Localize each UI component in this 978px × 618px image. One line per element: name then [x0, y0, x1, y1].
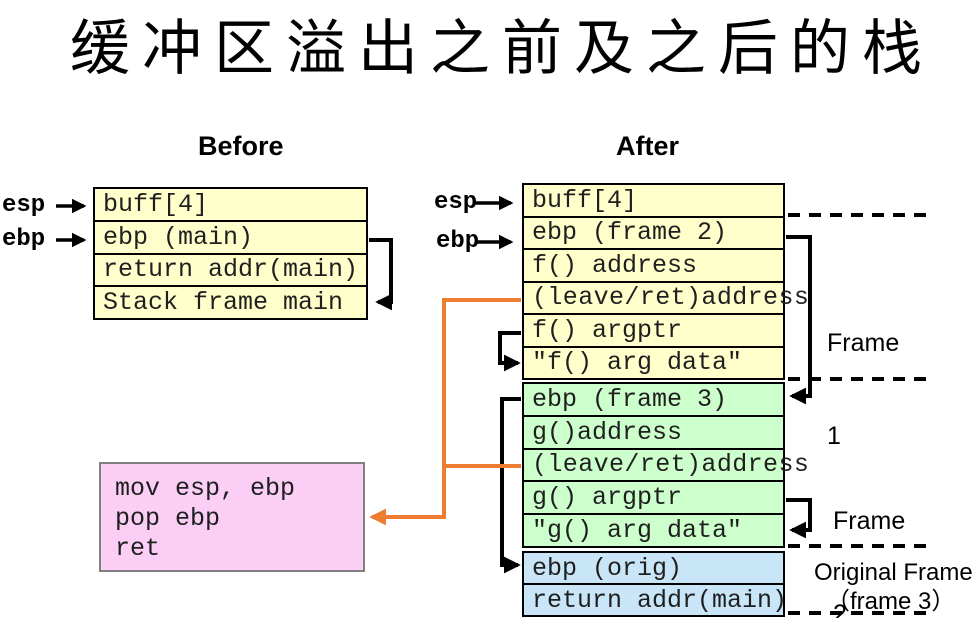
slide-title: 缓冲区溢出之前及之后的栈: [70, 14, 934, 84]
code-line: mov esp, ebp: [115, 474, 296, 503]
after-stack-frame2: ebp (frame 3) g()address (leave/ret)addr…: [522, 382, 809, 548]
leave-ret-code-box: mov esp, ebp pop ebp ret: [99, 462, 365, 572]
stack-row: "f() arg data": [524, 345, 783, 379]
frame2-label: Frame 2: [833, 444, 905, 618]
stack-row: ebp (frame 3): [532, 384, 728, 414]
stack-row: ebp (orig): [532, 553, 683, 583]
stack-row: (leave/ret)address: [524, 280, 809, 314]
after-heading: After: [616, 131, 680, 161]
frame2-label-name: Frame: [833, 507, 906, 535]
code-line: ret: [115, 534, 161, 563]
stack-row: return addr(main): [95, 252, 366, 286]
f-argptr-arrow: [498, 331, 521, 372]
stack-row: Stack frame main: [95, 285, 366, 318]
stack-row: buff[4]: [103, 189, 209, 219]
ebp-frame3-chain-arrow: [500, 397, 521, 574]
ebp-frame2-chain-arrow: [786, 235, 812, 405]
stack-row: ebp (main): [95, 219, 366, 253]
original-frame-label: Original Frame （frame 3）: [814, 558, 973, 616]
before-stack: buff[4] ebp (main) return addr(main) Sta…: [93, 187, 368, 320]
stack-row: f() address: [524, 248, 783, 281]
original-frame-label-line1: Original Frame: [814, 559, 973, 586]
code-line: pop ebp: [115, 504, 221, 533]
stack-row: g() argptr: [524, 480, 783, 513]
original-frame-label-line2: （frame 3）: [826, 588, 956, 615]
stack-row: g()address: [524, 414, 783, 448]
frame1-label-name: Frame: [827, 329, 900, 357]
after-stack-original-frame: ebp (orig) return addr(main): [522, 551, 787, 617]
after-stack-frame1: buff[4] ebp (frame 2) f() address (leave…: [522, 183, 809, 380]
stack-row: ebp (frame 2): [524, 215, 783, 249]
stack-row: return addr(main): [524, 583, 787, 615]
stack-row: (leave/ret)address: [524, 447, 809, 481]
frame1-label: Frame 1: [827, 266, 899, 514]
frame1-label-number: 1: [827, 422, 841, 450]
stack-row: buff[4]: [532, 185, 638, 215]
g-argptr-arrow: [786, 498, 812, 539]
stack-row: "g() arg data": [524, 513, 783, 546]
before-ebp-register-label: ebp: [2, 226, 46, 253]
before-esp-register-label: esp: [2, 192, 46, 219]
leave-ret-to-code-arrow: [369, 298, 521, 526]
before-heading: Before: [198, 131, 284, 161]
after-ebp-register-label: ebp: [436, 228, 480, 255]
after-esp-register-label: esp: [434, 189, 478, 216]
before-ebp-chain-arrow: [369, 238, 393, 311]
stack-row: f() argptr: [524, 313, 783, 346]
